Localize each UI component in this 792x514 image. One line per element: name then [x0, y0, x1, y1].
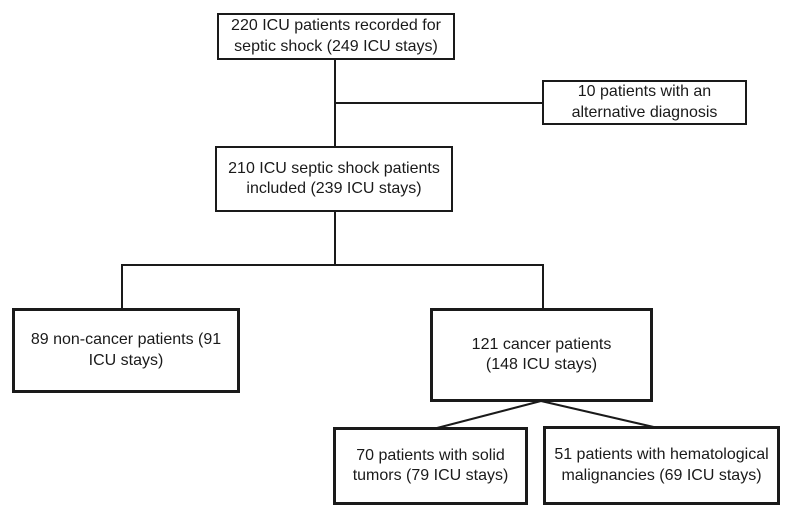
- node-hematological-label: 51 patients with hematological malignanc…: [554, 446, 769, 484]
- node-non-cancer-patients: 89 non-cancer patients (91 ICU stays): [12, 308, 240, 393]
- node-cancer-patients: 121 cancer patients (148 ICU stays): [430, 308, 653, 402]
- node-recorded-label: 220 ICU patients recorded for septic sho…: [231, 17, 441, 55]
- node-recorded-patients: 220 ICU patients recorded for septic sho…: [217, 13, 455, 60]
- node-included-label: 210 ICU septic shock patients included (…: [228, 159, 440, 197]
- edge-cancer-hematological: [540, 400, 659, 429]
- node-solid-tumors: 70 patients with solid tumors (79 ICU st…: [333, 427, 528, 505]
- node-cancer-label: 121 cancer patients (148 ICU stays): [471, 335, 612, 373]
- node-alternative-diagnosis: 10 patients with an alternative diagnosi…: [542, 80, 747, 125]
- node-included-patients: 210 ICU septic shock patients included (…: [215, 146, 453, 212]
- edge-cancer-solid: [436, 400, 542, 429]
- node-solid-label: 70 patients with solid tumors (79 ICU st…: [352, 446, 509, 484]
- node-hematological-malignancies: 51 patients with hematological malignanc…: [543, 426, 780, 505]
- node-excluded-label: 10 patients with an alternative diagnosi…: [571, 83, 718, 121]
- node-non-cancer-label: 89 non-cancer patients (91 ICU stays): [30, 331, 222, 369]
